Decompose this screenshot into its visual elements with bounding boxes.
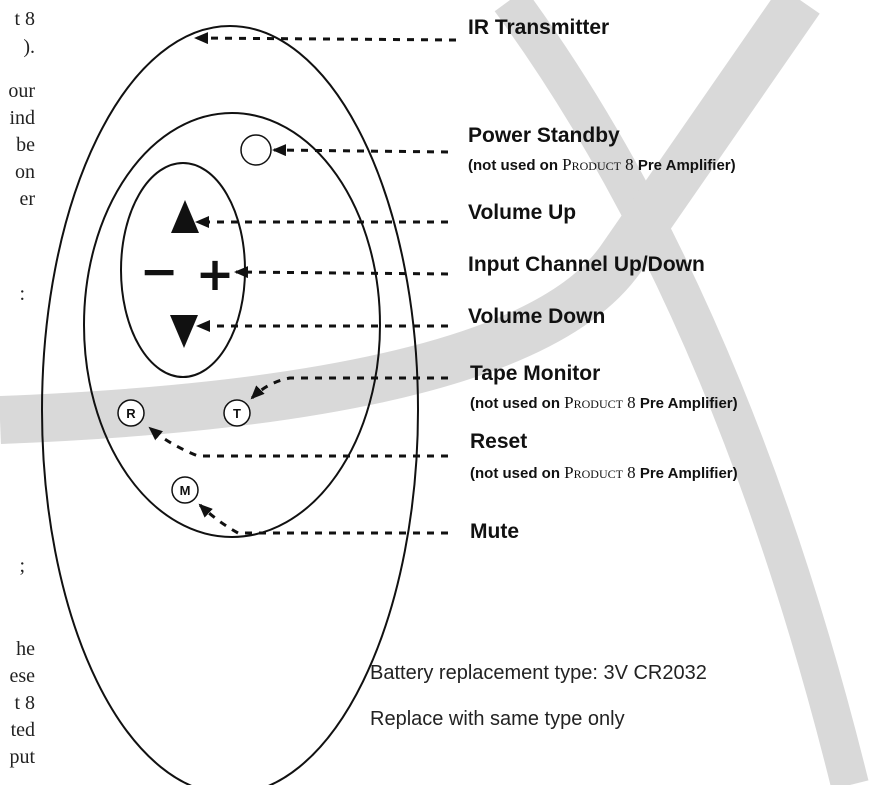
left-text-fragment: ). — [23, 36, 35, 58]
note-tape-monitor: (not used on Product 8 Pre Amplifier) — [470, 393, 738, 413]
product-name: Product — [564, 463, 623, 482]
note-prefix: (not used on — [470, 465, 560, 482]
note-reset: (not used on Product 8 Pre Amplifier) — [470, 463, 738, 483]
leader-ir-transmitter — [194, 32, 457, 45]
product-number: 8 — [625, 155, 634, 174]
volume-down-arrow[interactable] — [170, 315, 198, 348]
leader-tape-monitor — [250, 376, 448, 400]
left-text-fragment: er — [19, 188, 35, 210]
note-suffix: Pre Amplifier) — [637, 157, 736, 174]
label-mute: Mute — [470, 520, 519, 543]
left-text-fragment: t 8 — [14, 8, 35, 30]
label-power-standby: Power Standby — [468, 124, 620, 147]
label-tape-monitor: Tape Monitor — [470, 362, 601, 385]
note-suffix: Pre Amplifier) — [639, 465, 738, 482]
note-prefix: (not used on — [468, 157, 558, 174]
mute-button-letter: M — [180, 483, 191, 498]
left-text-fragment: ese — [9, 665, 35, 687]
input-up-plus[interactable]: + — [196, 247, 235, 301]
product-number: 8 — [627, 463, 636, 482]
control-cluster-outline — [83, 112, 381, 538]
tape-monitor-button[interactable] — [223, 399, 251, 427]
left-text-fragment: our — [8, 80, 35, 102]
leader-mute — [198, 503, 448, 535]
volume-up-arrow[interactable] — [171, 200, 199, 233]
label-ir-transmitter: IR Transmitter — [468, 16, 610, 39]
note-prefix: (not used on — [470, 395, 560, 412]
reset-button[interactable] — [117, 399, 145, 427]
power-standby-button[interactable] — [240, 134, 272, 166]
left-text-fragment: put — [9, 746, 35, 768]
leader-input-channel — [234, 266, 449, 279]
left-text-fragment: ; — [19, 555, 25, 577]
label-reset: Reset — [470, 430, 528, 453]
reset-button-letter: R — [126, 406, 136, 421]
remote-body-outline — [41, 25, 419, 785]
input-down-minus[interactable]: − — [140, 244, 179, 298]
label-volume-down: Volume Down — [468, 305, 606, 328]
note-power-standby: (not used on Product 8 Pre Amplifier) — [468, 155, 736, 175]
left-text-fragment: he — [16, 638, 35, 660]
product-number: 8 — [627, 393, 636, 412]
battery-type-text: Battery replacement type: 3V CR2032 — [370, 662, 707, 684]
product-name: Product — [562, 155, 621, 174]
left-text-fragment: t 8 — [14, 692, 35, 714]
left-text-fragment: be — [16, 134, 35, 156]
leader-power-standby — [272, 144, 449, 157]
label-volume-up: Volume Up — [468, 201, 577, 224]
mute-button[interactable] — [171, 476, 199, 504]
leader-reset — [148, 426, 448, 458]
tape-monitor-button-letter: T — [233, 406, 241, 421]
note-suffix: Pre Amplifier) — [639, 395, 738, 412]
label-input-channel: Input Channel Up/Down — [468, 253, 705, 276]
left-text-fragment: : — [19, 283, 25, 305]
left-text-fragment: ted — [10, 719, 35, 741]
left-text-fragment: ind — [9, 107, 35, 129]
product-name: Product — [564, 393, 623, 412]
battery-replace-text: Replace with same type only — [370, 708, 625, 730]
left-text-fragment: on — [15, 161, 35, 183]
